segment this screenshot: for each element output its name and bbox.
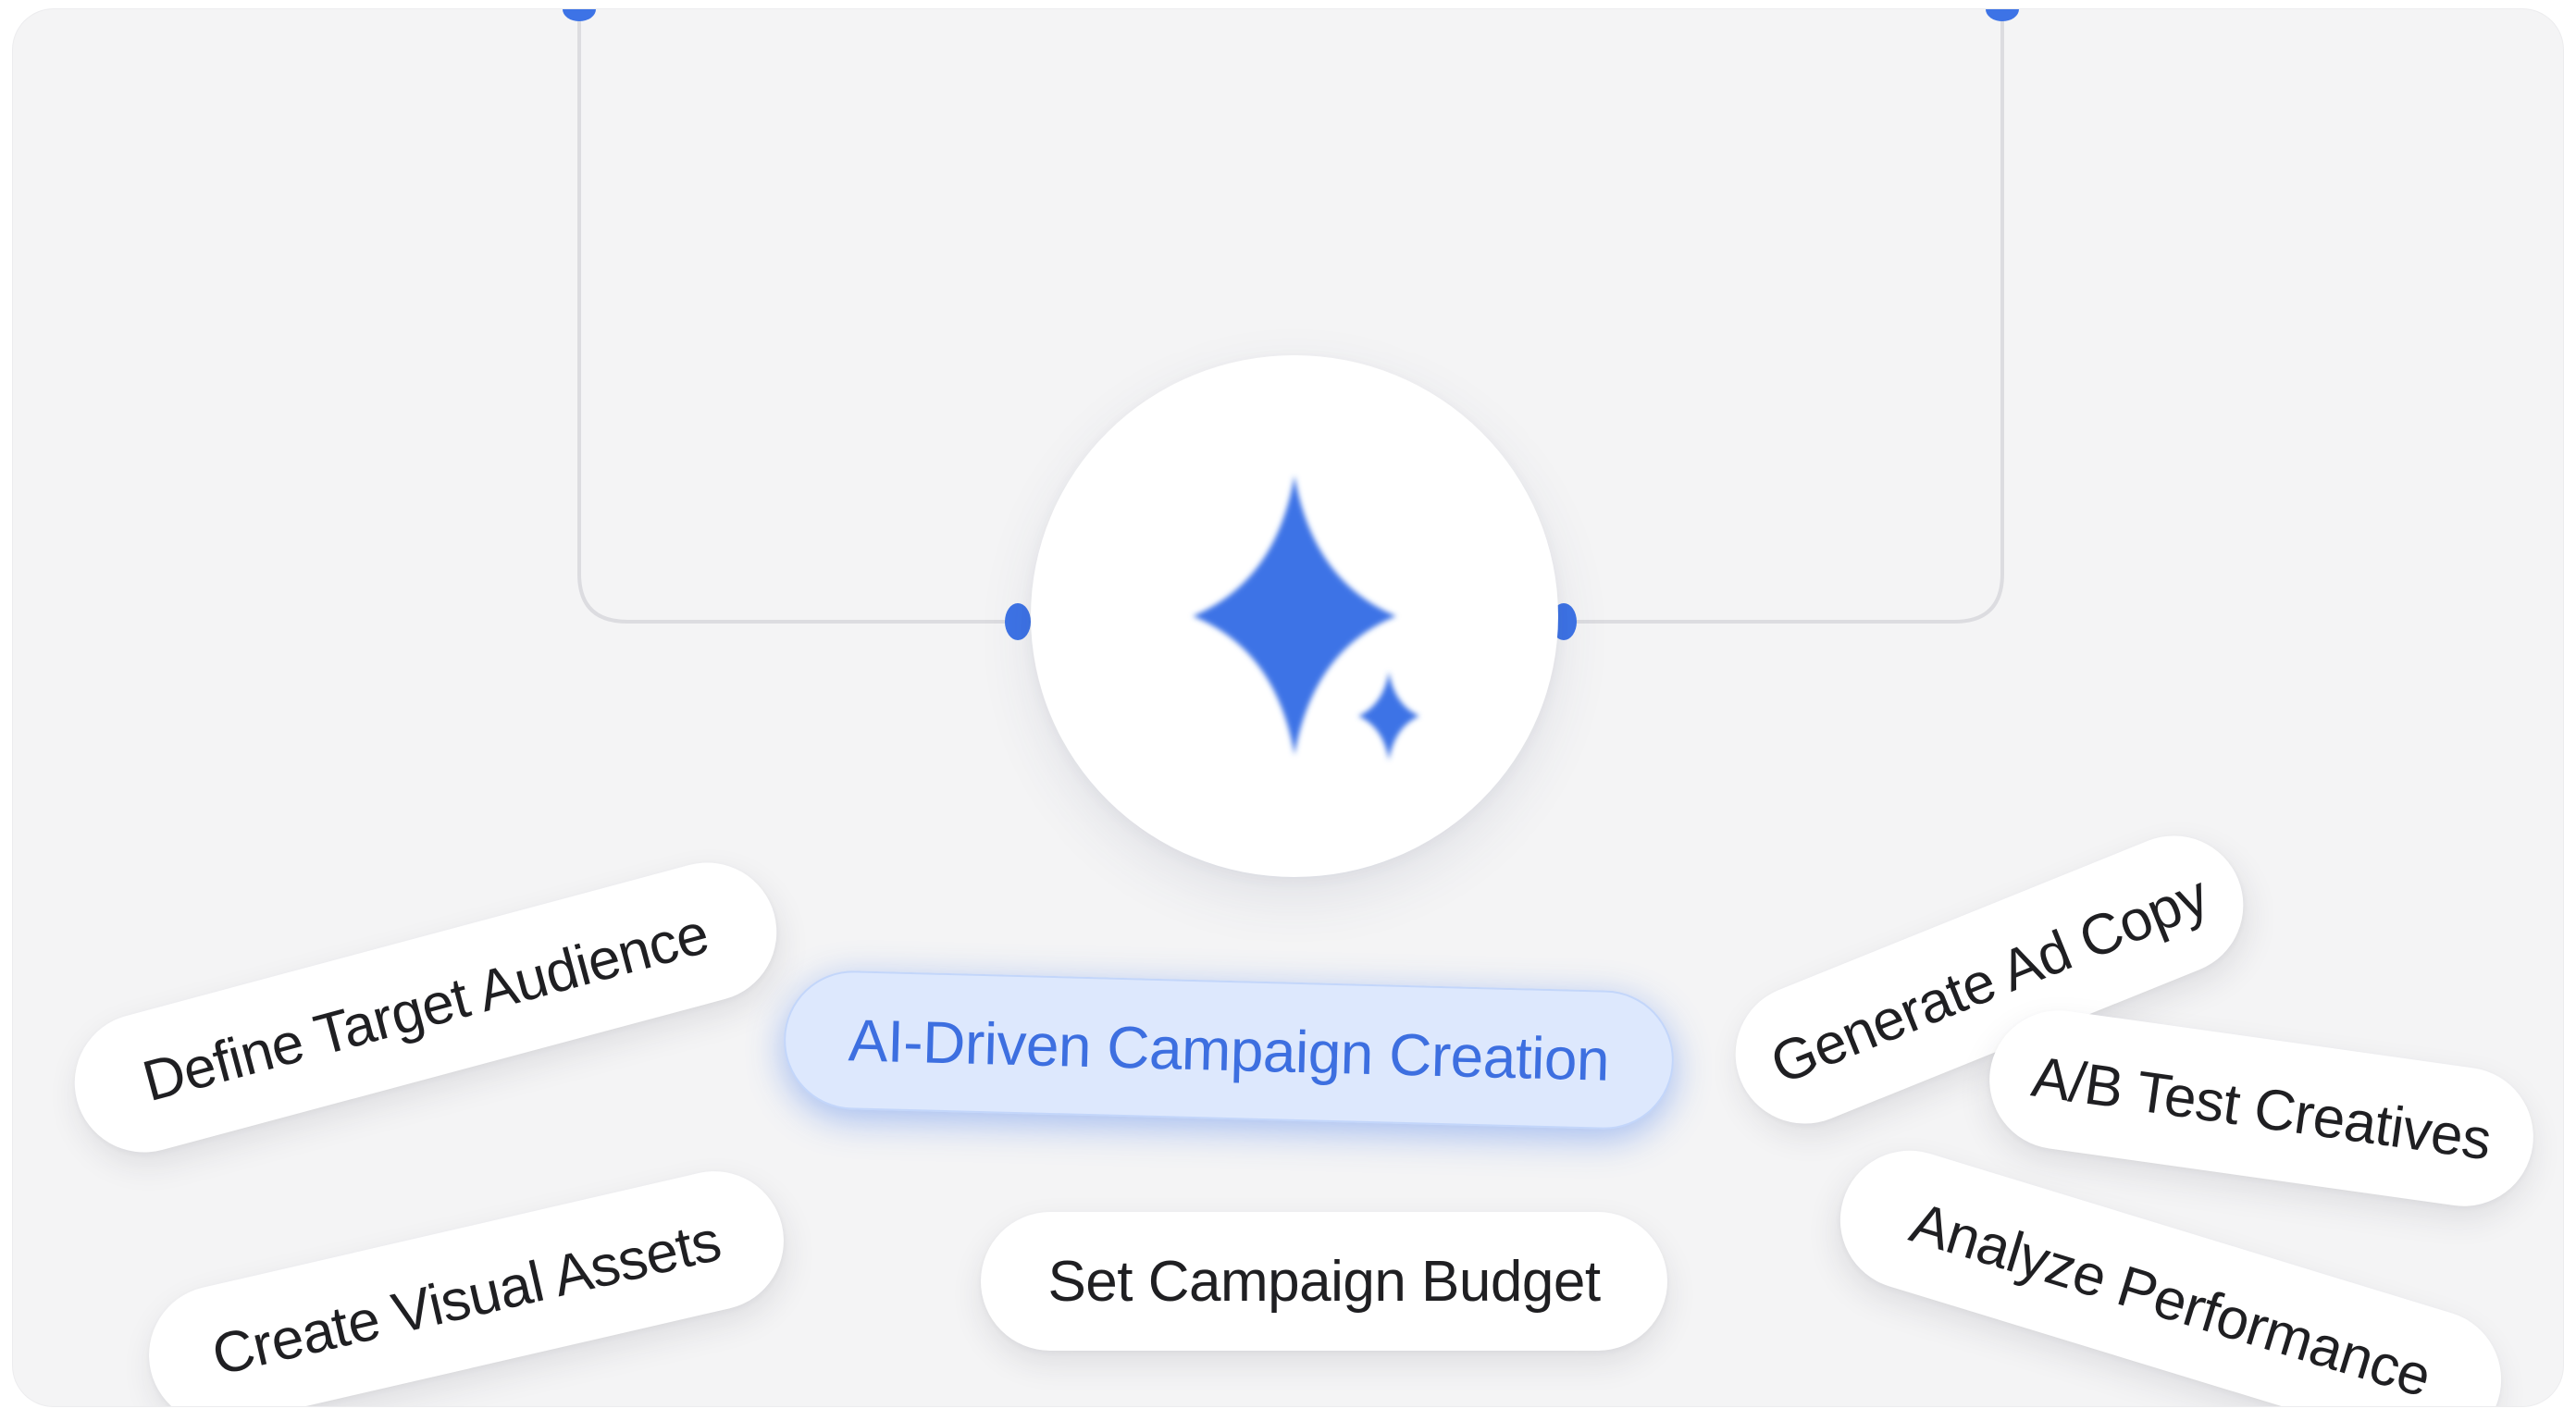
pill-label: AI-Driven Campaign Creation: [847, 1007, 1611, 1094]
pill-ai-driven-campaign-creation[interactable]: AI-Driven Campaign Creation: [782, 969, 1676, 1131]
pill-label: A/B Test Creatives: [2027, 1044, 2496, 1172]
sparkle-icon: [1193, 476, 1419, 760]
sparkle-large: [1193, 476, 1396, 755]
connector-dot-top-right: [1986, 9, 2019, 21]
pill-set-campaign-budget[interactable]: Set Campaign Budget: [981, 1212, 1667, 1351]
connector-right: [1571, 9, 2004, 624]
connector-dot-top-left: [563, 9, 596, 21]
diagram-canvas: Define Target Audience AI-Driven Campaig…: [13, 9, 2563, 1406]
connector-left: [577, 9, 1018, 624]
ai-hub-node[interactable]: [1031, 355, 1558, 877]
connector-dot-left: [1005, 603, 1031, 640]
sparkle-small: [1358, 672, 1419, 760]
pill-label: Set Campaign Budget: [1047, 1249, 1601, 1314]
connector-lines: [563, 9, 2019, 640]
